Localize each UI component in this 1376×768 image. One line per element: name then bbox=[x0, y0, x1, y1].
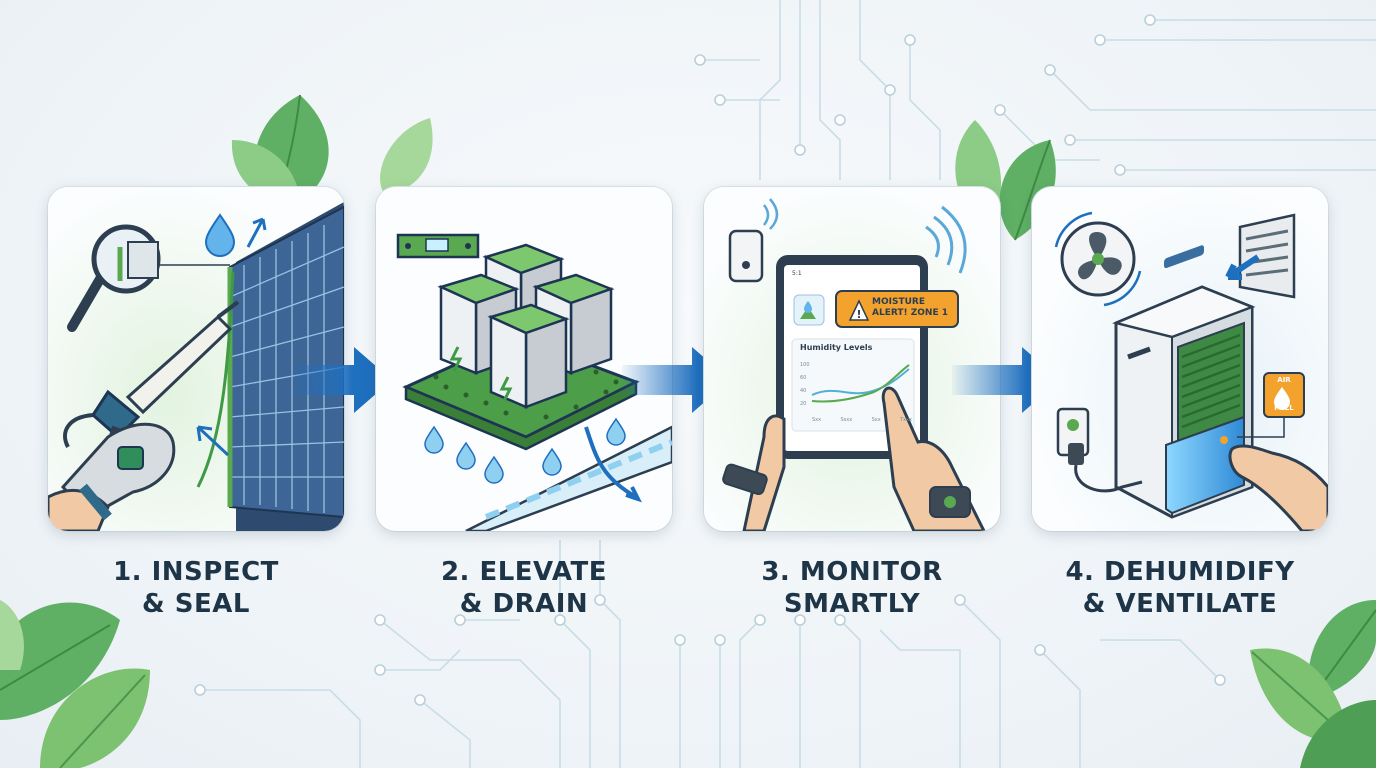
xtick-label: Txxx bbox=[900, 417, 912, 423]
power-outlet-icon bbox=[1056, 407, 1143, 493]
leaf-bottom-left bbox=[0, 600, 150, 768]
step-1-line-2: & SEAL bbox=[142, 589, 250, 619]
xtick-label: Sxx bbox=[812, 417, 822, 423]
drain-arrow-icon bbox=[584, 426, 642, 503]
caulk-gun-icon bbox=[63, 300, 240, 459]
badge-text: AIR FULL bbox=[1264, 375, 1304, 413]
flow-arrow-2 bbox=[622, 347, 730, 413]
water-drop-icon bbox=[204, 213, 236, 257]
vent-grille-icon bbox=[1225, 213, 1296, 299]
step-3-line-1: 3. MONITOR bbox=[761, 557, 943, 587]
chart-xticks: Sxx Ssxx Sxx Txxx bbox=[812, 417, 912, 423]
leaf-bottom-right bbox=[1250, 600, 1376, 768]
hand-tapping-icon bbox=[881, 386, 986, 531]
tick-label: 20 bbox=[800, 401, 807, 407]
humidity-sensor-icon bbox=[728, 198, 779, 283]
dehumidify-ventilate-illustration bbox=[1032, 187, 1328, 531]
step-1-line-1: 1. INSPECT bbox=[113, 557, 279, 587]
step-4-line-1: 4. DEHUMIDIFY bbox=[1065, 557, 1295, 587]
step-3-label: 3. MONITOR SMARTLY bbox=[704, 556, 1000, 620]
alert-line-1: MOISTURE bbox=[872, 297, 925, 307]
alert-text: MOISTURE ALERT! ZONE 1 bbox=[872, 297, 956, 319]
xtick-label: Ssxx bbox=[840, 417, 853, 423]
step-1-panel bbox=[48, 187, 344, 531]
solar-panel-icon bbox=[227, 202, 344, 531]
flow-arrow-1 bbox=[294, 347, 392, 413]
tick-label: 40 bbox=[800, 388, 807, 394]
step-2-panel bbox=[376, 187, 672, 531]
water-drops-icon bbox=[424, 417, 626, 484]
dehumidifier-icon bbox=[1112, 245, 1256, 519]
moisture-alert-badge: ! bbox=[835, 290, 959, 328]
step-4-panel: AIR FULL bbox=[1032, 187, 1328, 531]
step-2-line-2: & DRAIN bbox=[459, 589, 589, 619]
tank-full-badge bbox=[1220, 372, 1305, 444]
hand-pressing-icon bbox=[1228, 444, 1328, 531]
chart-ticks: 100 60 40 20 bbox=[800, 359, 810, 411]
chart-title: Humidity Levels bbox=[800, 343, 873, 352]
svg-text:!: ! bbox=[856, 308, 861, 321]
svg-text:5:1: 5:1 bbox=[792, 270, 802, 277]
xtick-label: Sxx bbox=[871, 417, 881, 423]
tick-label: 60 bbox=[800, 375, 807, 381]
inspect-seal-illustration bbox=[48, 187, 344, 531]
alert-line-2: ALERT! ZONE 1 bbox=[872, 308, 949, 318]
badge-bottom-label: FULL bbox=[1274, 404, 1294, 412]
hand-holding-icon bbox=[722, 414, 786, 531]
step-3-line-2: SMARTLY bbox=[783, 589, 921, 619]
step-2-line-1: 2. ELEVATE bbox=[440, 557, 608, 587]
elevate-drain-illustration bbox=[376, 187, 672, 531]
step-4-line-2: & VENTILATE bbox=[1082, 589, 1278, 619]
step-2-label: 2. ELEVATE & DRAIN bbox=[376, 556, 672, 620]
fan-icon bbox=[1054, 211, 1142, 307]
badge-top-label: AIR bbox=[1277, 376, 1291, 384]
monitor-smartly-illustration: 5:1 ! bbox=[704, 187, 1000, 531]
wifi-signal-icon bbox=[925, 205, 967, 274]
step-4-label: 4. DEHUMIDIFY & VENTILATE bbox=[1032, 556, 1328, 620]
drain-channel-icon bbox=[465, 425, 672, 531]
battery-stack-icon bbox=[437, 243, 615, 409]
step-1-label: 1. INSPECT & SEAL bbox=[48, 556, 344, 620]
gloved-hand-icon bbox=[48, 422, 176, 531]
magnifier-icon bbox=[67, 224, 230, 332]
spirit-level-icon bbox=[396, 233, 480, 259]
arrow-up-icon bbox=[246, 217, 267, 248]
step-3-panel: 5:1 ! MOISTURE ALERT! ZONE 1 Humidit bbox=[704, 187, 1000, 531]
tick-label: 100 bbox=[800, 362, 810, 368]
arrow-in-icon bbox=[196, 425, 230, 457]
